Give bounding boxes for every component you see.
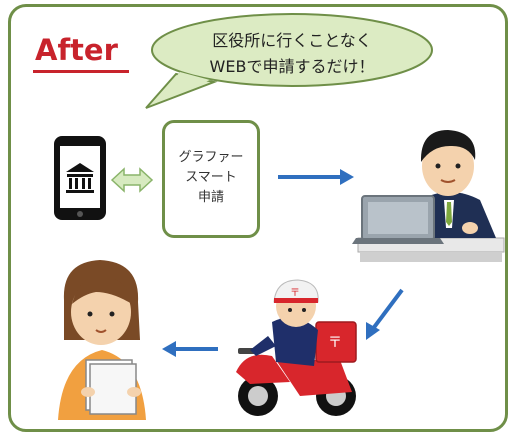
speech-bubble-line-1: 区役所に行くことなく [212, 31, 372, 50]
arrow-right-icon [278, 169, 354, 185]
postman-on-motorbike-icon: 〒 〒 [236, 279, 357, 416]
svg-text:〒: 〒 [328, 335, 342, 351]
speech-bubble-text: 区役所に行くことなく WEBで申請するだけ！ [160, 28, 424, 80]
after-title: After [35, 33, 118, 67]
bidirectional-arrow-icon [110, 167, 154, 193]
service-box [162, 120, 260, 238]
arrow-down-left-icon [366, 288, 404, 340]
service-box-line-2: スマート [185, 170, 237, 185]
speech-bubble-line-2: WEBで申請するだけ！ [209, 57, 375, 76]
speech-bubble [145, 13, 433, 109]
service-box-text: グラファー スマート 申請 [162, 148, 260, 208]
government-building-icon [66, 163, 94, 193]
office-worker-at-laptop-icon [352, 130, 505, 262]
service-box-line-3: 申請 [197, 190, 224, 205]
arrow-left-icon [162, 341, 218, 357]
svg-text:〒: 〒 [290, 288, 300, 299]
title-underline [33, 70, 129, 73]
woman-receiving-document-icon [58, 260, 146, 420]
service-box-line-1: グラファー [178, 150, 244, 165]
smartphone-icon [54, 136, 106, 220]
